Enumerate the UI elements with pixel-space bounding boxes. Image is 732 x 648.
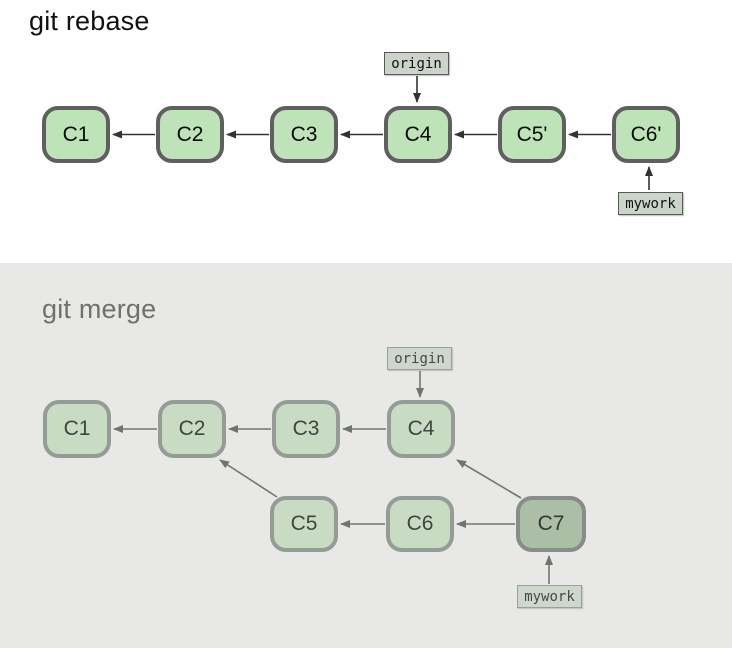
rebase-section-title: git rebase [29, 6, 150, 36]
rebase-commit-node-c5-prime: C5' [498, 106, 566, 163]
commit-label: C1 [63, 417, 91, 440]
merge-commit-node-c7: C7 [516, 496, 586, 552]
merge-mywork-ref-label: mywork [517, 585, 582, 608]
commit-label: C6' [630, 122, 662, 146]
commit-label: C7 [537, 512, 565, 535]
commit-label: C5 [290, 512, 318, 535]
rebase-origin-ref-label: origin [384, 52, 449, 75]
merge-panel-background [0, 263, 732, 648]
rebase-commit-node-c4: C4 [384, 106, 452, 163]
commit-label: C2 [178, 417, 206, 440]
commit-label: C4 [407, 417, 435, 440]
merge-commit-node-c1: C1 [43, 400, 111, 458]
rebase-commit-node-c6-prime: C6' [612, 106, 680, 163]
merge-commit-node-c6: C6 [386, 496, 454, 552]
rebase-commit-node-c3: C3 [270, 106, 338, 163]
commit-label: C1 [62, 122, 90, 146]
merge-origin-ref-label: origin [387, 347, 452, 370]
merge-section-title: git merge [42, 294, 157, 324]
commit-label: C3 [290, 122, 318, 146]
merge-commit-node-c3: C3 [272, 400, 340, 458]
commit-label: C5' [516, 122, 548, 146]
merge-commit-node-c4: C4 [387, 400, 455, 458]
commit-label: C6 [406, 512, 434, 535]
merge-commit-node-c5: C5 [270, 496, 338, 552]
rebase-commit-node-c2: C2 [156, 106, 224, 163]
rebase-commit-node-c1: C1 [42, 106, 110, 163]
commit-label: C4 [404, 122, 432, 146]
rebase-mywork-ref-label: mywork [618, 192, 683, 215]
merge-commit-node-c2: C2 [158, 400, 226, 458]
commit-label: C2 [176, 122, 204, 146]
commit-label: C3 [292, 417, 320, 440]
